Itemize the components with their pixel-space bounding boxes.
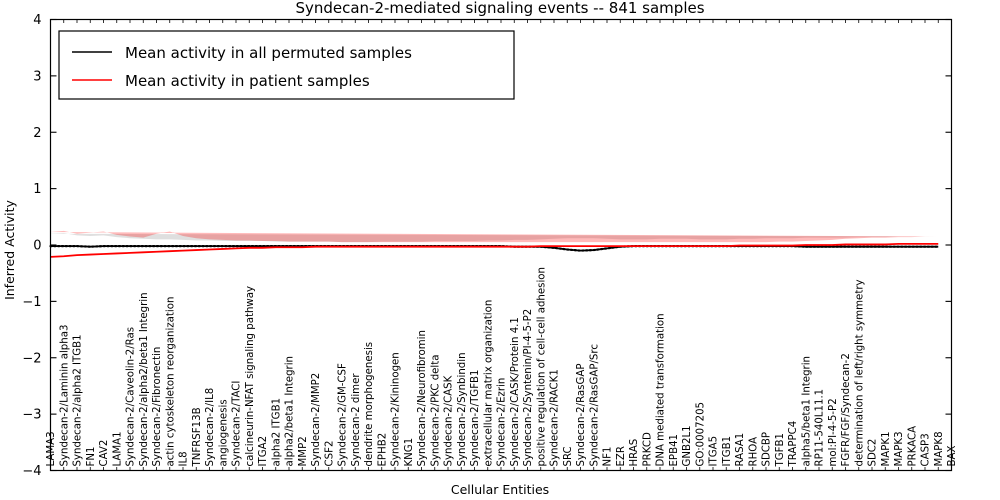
y-tick-label: 4 bbox=[33, 13, 41, 28]
y-tick-label: −3 bbox=[22, 408, 41, 423]
x-category-label: PRKCD bbox=[642, 432, 653, 466]
y-axis-ticks: −4 −3 −2 −1 0 1 2 3 4 bbox=[22, 13, 952, 479]
x-category-label: Syndecan-2/IL8 bbox=[205, 388, 216, 467]
x-category-label: Syndecan-2/MMP2 bbox=[311, 373, 322, 467]
x-category-label: KNG1 bbox=[404, 438, 415, 467]
x-category-label: Syndecan-2/Caveolin-2/Ras bbox=[126, 327, 137, 467]
y-tick-label: 0 bbox=[33, 239, 41, 254]
x-category-label: Syndecan-2/Kininogen bbox=[391, 352, 402, 466]
x-category-label: TRAPPC4 bbox=[788, 421, 799, 468]
legend: Mean activity in all permuted samples Me… bbox=[58, 30, 515, 100]
x-category-label: MMP2 bbox=[298, 436, 309, 466]
x-category-label: Syndecan-2/TACI bbox=[232, 381, 243, 467]
x-category-label: Syndecan-2/Synbindin bbox=[457, 352, 468, 466]
x-category-label: Syndecan-2/Fibronectin bbox=[152, 347, 163, 467]
x-category-label: PRKACA bbox=[907, 426, 918, 467]
x-category-label: CSF2 bbox=[324, 441, 335, 467]
x-category-label: Syndecan-2/alpha2 ITGB1 bbox=[73, 334, 84, 466]
y-tick-label: −1 bbox=[22, 295, 41, 310]
legend-box bbox=[58, 30, 515, 100]
x-category-label: alpha2 ITGB1 bbox=[271, 398, 282, 467]
plot-frame bbox=[49, 18, 953, 472]
x-category-label: Syndecan-2/alpha2/beta1 Integrin bbox=[139, 292, 150, 466]
x-category-label: FN1 bbox=[86, 447, 97, 467]
x-category-label: extracellular matrix organization bbox=[483, 300, 494, 467]
x-category-label: EPHB2 bbox=[377, 433, 388, 467]
x-category-label: RP11-540L11.1 bbox=[815, 389, 826, 467]
x-category-label: LAMA3 bbox=[46, 431, 57, 466]
x-category-label: MAPK8 bbox=[934, 431, 945, 466]
x-category-label: CASP3 bbox=[921, 433, 932, 466]
confidence-band bbox=[50, 230, 939, 243]
x-category-label: Syndecan-2/Syntenin/PI-4-5-P2 bbox=[523, 309, 534, 467]
x-category-label: calcineurin-NFAT signaling pathway bbox=[245, 286, 256, 467]
x-category-label: Syndecan-2/RasGAP bbox=[576, 364, 587, 467]
x-category-label: Syndecan-2/RACK1 bbox=[550, 369, 561, 466]
chart-title-group: Syndecan-2-mediated signaling events -- … bbox=[295, 0, 704, 17]
x-category-label: NF1 bbox=[603, 447, 614, 467]
y-axis-label-group: Inferred Activity bbox=[2, 199, 17, 299]
x-category-label: Syndecan-2/TGFB1 bbox=[470, 369, 481, 466]
legend-label-permuted: Mean activity in all permuted samples bbox=[125, 44, 412, 62]
x-category-label: angiogenesis bbox=[218, 399, 229, 466]
x-category-label: EPB41 bbox=[669, 434, 680, 467]
x-category-label: positive regulation of cell-cell adhesio… bbox=[536, 267, 547, 466]
x-category-label: HRAS bbox=[629, 439, 640, 467]
series-line bbox=[50, 242, 939, 258]
x-category-label: LAMA1 bbox=[112, 431, 123, 466]
x-category-label: CAV2 bbox=[99, 440, 110, 467]
x-category-label: ITGA5 bbox=[709, 436, 720, 467]
series-lines bbox=[49, 242, 940, 258]
x-category-label: RASA1 bbox=[735, 433, 746, 467]
y-tick-label: −2 bbox=[22, 351, 41, 366]
x-category-label: Syndecan-2 dimer bbox=[351, 373, 362, 467]
legend-label-patient: Mean activity in patient samples bbox=[125, 72, 370, 90]
x-category-label: SDC2 bbox=[868, 439, 879, 467]
x-category-label: RHOA bbox=[748, 437, 759, 467]
x-category-label: Syndecan-2/RasGAP/Src bbox=[589, 344, 600, 466]
x-category-label: IL8 bbox=[179, 451, 190, 466]
x-category-label: Syndecan-2/GM-CSF bbox=[338, 363, 349, 467]
x-category-label: dendrite morphogenesis bbox=[364, 342, 375, 467]
x-category-label: TNFRSF13B bbox=[192, 407, 203, 467]
x-category-label: BAX bbox=[947, 446, 958, 467]
x-category-label: Syndecan-2/PKC delta bbox=[430, 355, 441, 467]
x-category-label: alpha5/beta1 Integrin bbox=[801, 356, 812, 467]
x-category-label: MAPK1 bbox=[881, 431, 892, 466]
x-category-label: mol:PI-4-5-P2 bbox=[828, 398, 839, 466]
x-category-label: Syndecan-2/CASK bbox=[444, 375, 455, 466]
y-tick-label: 3 bbox=[33, 69, 41, 84]
x-category-label: actin cytoskeleton reorganization bbox=[165, 297, 176, 467]
x-category-label: DNA mediated transformation bbox=[656, 313, 667, 466]
x-category-label: TGFB1 bbox=[775, 433, 786, 467]
y-tick-label: 2 bbox=[33, 126, 41, 141]
x-category-label: FGFR/FGF/Syndecan-2 bbox=[841, 353, 852, 466]
y-tick-label: 1 bbox=[33, 182, 41, 197]
x-category-label: SDCBP bbox=[762, 432, 773, 467]
x-category-label: Syndecan-2/CASK/Protein 4.1 bbox=[510, 317, 521, 466]
x-category-label: MAPK3 bbox=[894, 431, 905, 466]
y-tick-label: −4 bbox=[22, 464, 41, 479]
x-category-label: Syndecan-2/Neurofibromin bbox=[417, 330, 428, 466]
x-category-label: SRC bbox=[563, 446, 574, 466]
x-category-label: Syndecan-2/Ezrin bbox=[497, 378, 508, 467]
x-category-label: ITGA2 bbox=[258, 436, 269, 467]
x-category-label: Syndecan-2/Laminin alpha3 bbox=[59, 325, 70, 467]
y-axis-label: Inferred Activity bbox=[2, 199, 17, 299]
x-category-label: alpha2/beta1 Integrin bbox=[285, 356, 296, 467]
x-category-label: EZR bbox=[616, 446, 627, 467]
confidence-band bbox=[50, 233, 939, 243]
x-axis-label: Cellular Entities bbox=[451, 482, 549, 497]
x-axis-label-group: Cellular Entities bbox=[451, 482, 549, 497]
confidence-bands bbox=[50, 230, 939, 243]
x-category-label: ITGB1 bbox=[722, 436, 733, 467]
x-category-label: determination of left/right symmetry bbox=[854, 279, 865, 466]
x-category-label: GO:0007205 bbox=[695, 402, 706, 467]
x-category-label: GNB2L1 bbox=[682, 425, 693, 466]
chart-title: Syndecan-2-mediated signaling events -- … bbox=[295, 0, 704, 17]
